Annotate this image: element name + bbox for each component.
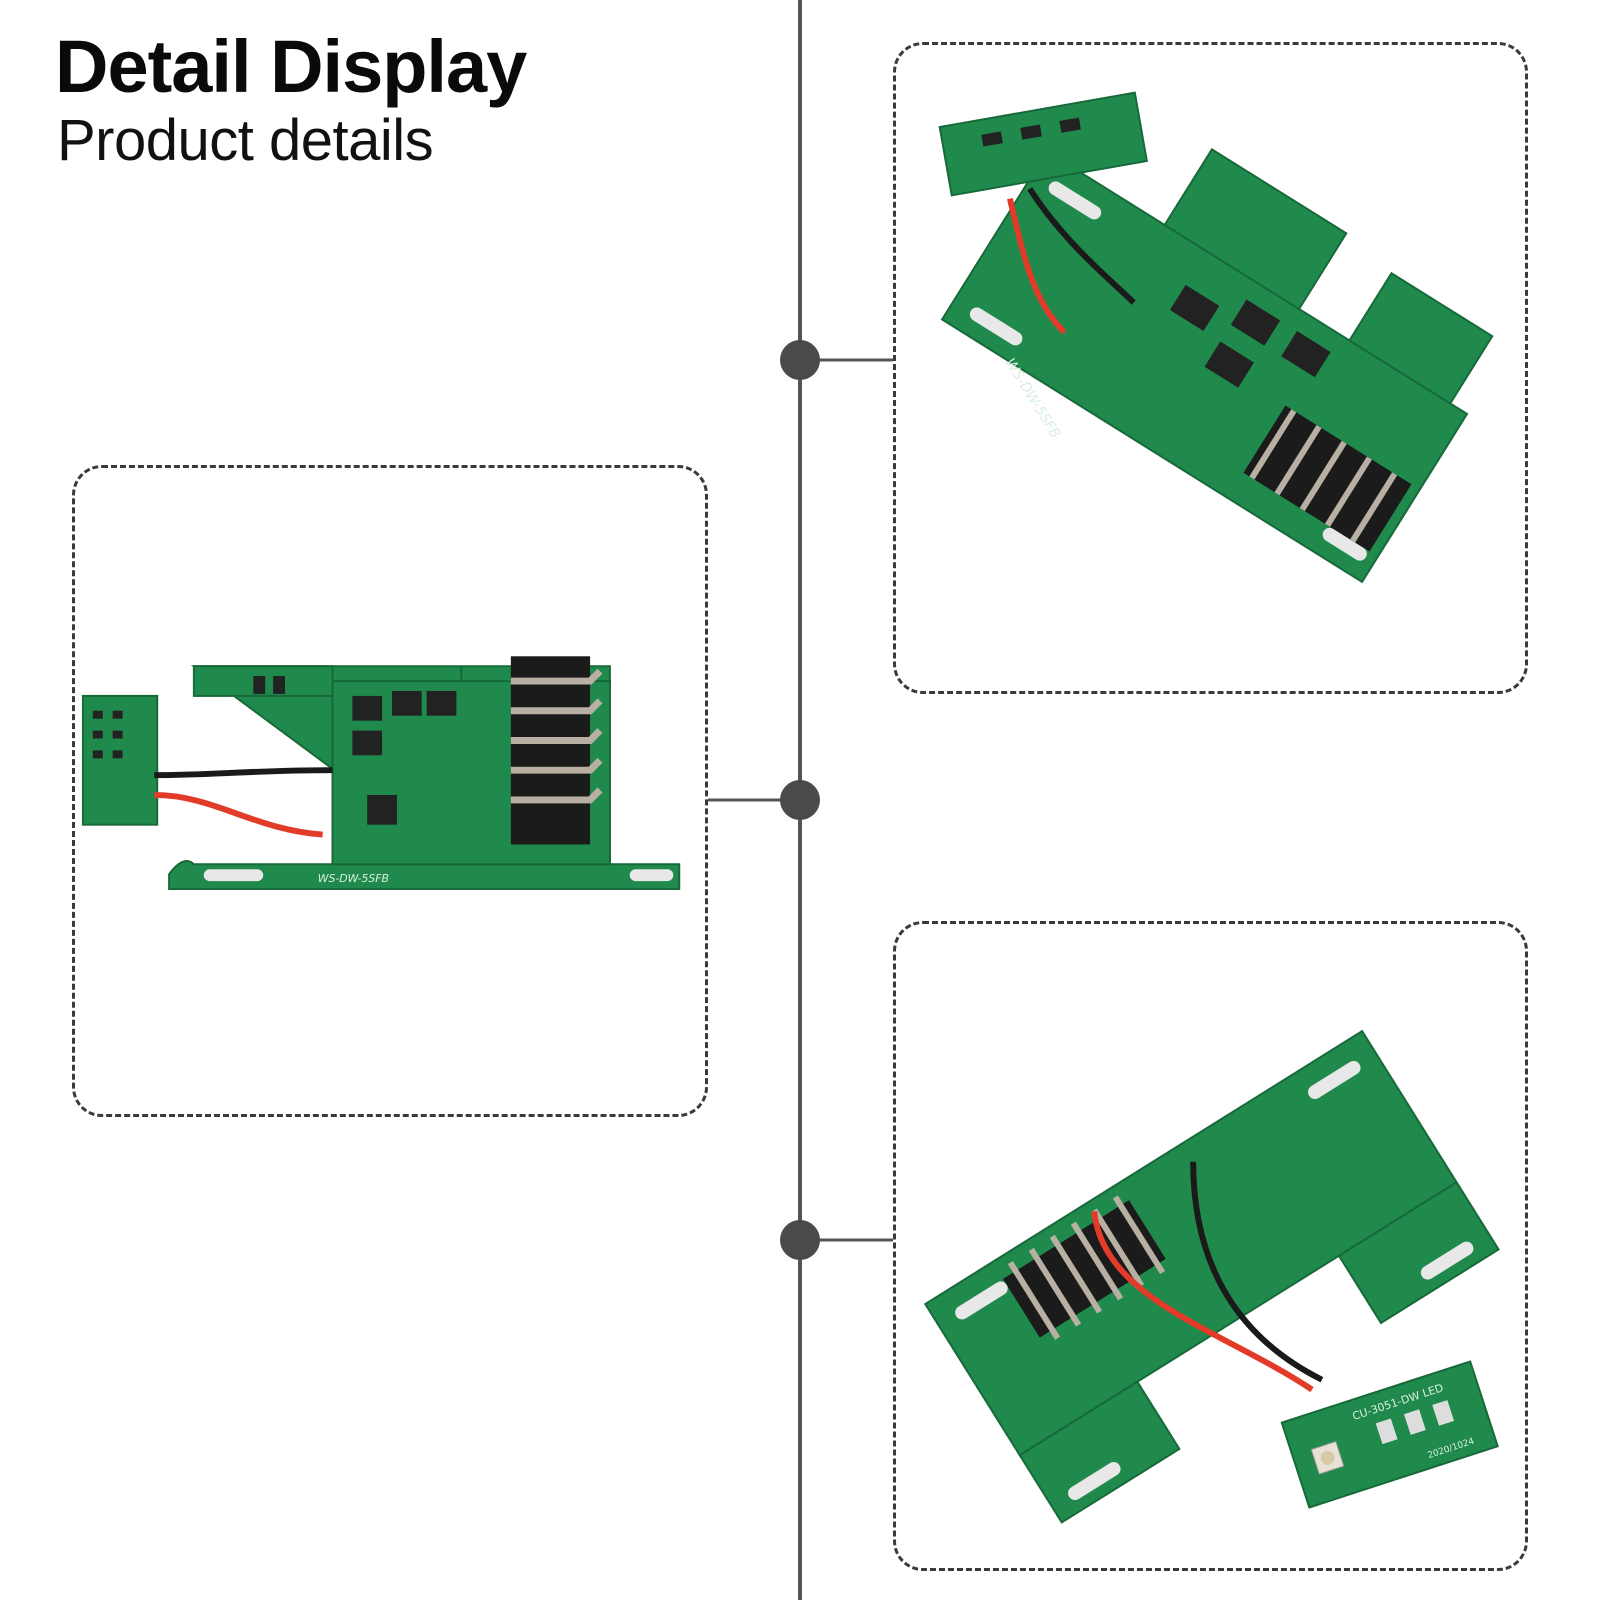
board-label-text: WS-DW-5SFB: [318, 872, 389, 885]
timeline-node-top: [780, 340, 820, 380]
section-heading: Detail Display Product details: [55, 25, 527, 174]
photo-frame-side-view: WS-DW-5SFB: [72, 465, 708, 1117]
pcb-board-image: WS-DW-5SFB: [938, 91, 1494, 584]
timeline-node-bottom: [780, 1220, 820, 1260]
photo-frame-bottom-view: CU-3051-DW LED 2020/1024: [893, 921, 1528, 1571]
page-title: Detail Display: [55, 25, 527, 108]
page-subtitle: Product details: [57, 107, 434, 173]
pcb-board-image: CU-3051-DW LED 2020/1024: [923, 1029, 1500, 1524]
timeline-node-middle: [780, 780, 820, 820]
photo-frame-angled-view: WS-DW-5SFB: [893, 42, 1528, 694]
pcb-board-image: WS-DW-5SFB: [81, 656, 681, 891]
